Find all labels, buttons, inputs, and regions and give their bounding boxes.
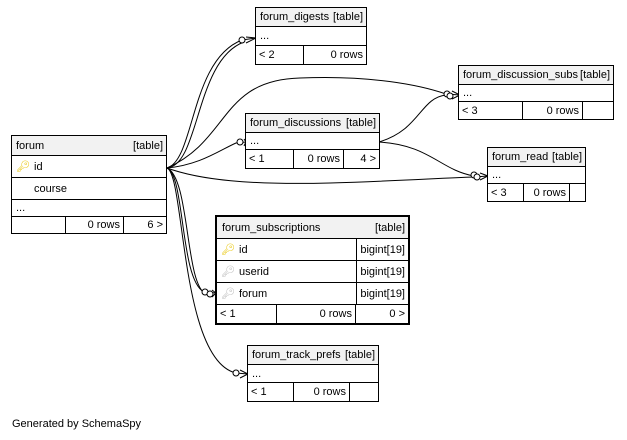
table-forum[interactable]: forum [table] 🔑︎ id course ... 0 rows 6 … [11,135,167,234]
table-kind: [table] [333,11,363,23]
table-name: forum_track_prefs [252,349,341,361]
more-columns: ... [260,30,270,42]
table-name: forum_discussion_subs [463,69,578,81]
table-kind: [table] [346,117,376,129]
parents-count: < 3 [488,184,524,201]
foreign-key-icon: 🔑︎ [221,288,235,300]
row-count: 0 rows [294,383,350,401]
children-count [583,102,613,119]
table-name: forum_digests [260,11,330,23]
row-count: 0 rows [524,184,570,201]
generated-by-label: Generated by SchemaSpy [12,418,142,430]
table-forum-subscriptions[interactable]: forum_subscriptions [table] 🔑︎ id bigint… [215,215,410,325]
parents-count: < 1 [217,305,277,323]
table-name: forum [16,139,45,152]
column-type: bigint[19] [356,239,408,260]
row-count: 0 rows [277,305,356,323]
column-course: course [34,182,68,195]
row-count: 0 rows [330,49,363,61]
column-name: forum [239,287,268,300]
table-forum-discussion-subs[interactable]: forum_discussion_subs [table] ... < 3 0 … [458,65,614,120]
column-type: bigint[19] [356,261,408,282]
more-columns: ... [463,87,473,99]
table-kind: [table] [133,139,163,152]
primary-key-icon: 🔑︎ [221,244,235,256]
table-forum-digests[interactable]: forum_digests [table] ... < 2 0 rows [255,7,367,65]
table-kind: [table] [375,221,405,234]
more-columns: ... [252,367,262,380]
row-count: 0 rows [294,150,344,168]
column-name: userid [239,265,269,278]
table-name: forum_subscriptions [222,221,321,234]
children-count [350,383,378,401]
row-count: 0 rows [523,102,583,119]
parents-count: < 3 [459,102,523,119]
table-kind: [table] [552,151,582,163]
table-forum-read[interactable]: forum_read [table] ... < 3 0 rows [487,147,586,202]
column-type: bigint[19] [356,283,408,304]
table-kind: [table] [580,69,610,81]
table-forum-discussions[interactable]: forum_discussions [table] ... < 1 0 rows… [245,113,380,169]
more-columns: ... [250,135,260,147]
primary-key-icon: 🔑︎ [16,161,30,173]
column-id: id [34,160,43,173]
more-columns: ... [16,202,26,214]
table-name: forum_read [492,151,549,163]
children-count[interactable]: 6 > [147,219,163,231]
parents-count [12,217,66,233]
column-name: id [239,243,248,256]
children-count[interactable]: 4 > [360,153,376,165]
parents-count: < 1 [246,150,294,168]
table-kind: [table] [345,349,375,361]
table-forum-track-prefs[interactable]: forum_track_prefs [table] ... < 1 0 rows [247,345,379,402]
table-name: forum_discussions [250,117,342,129]
foreign-key-icon: 🔑︎ [221,266,235,278]
children-count: 0 > [389,308,405,320]
children-count [570,184,585,201]
row-count: 0 rows [66,217,124,233]
more-columns: ... [492,169,502,181]
parents-count: < 2 [256,46,304,64]
parents-count: < 1 [248,383,294,401]
